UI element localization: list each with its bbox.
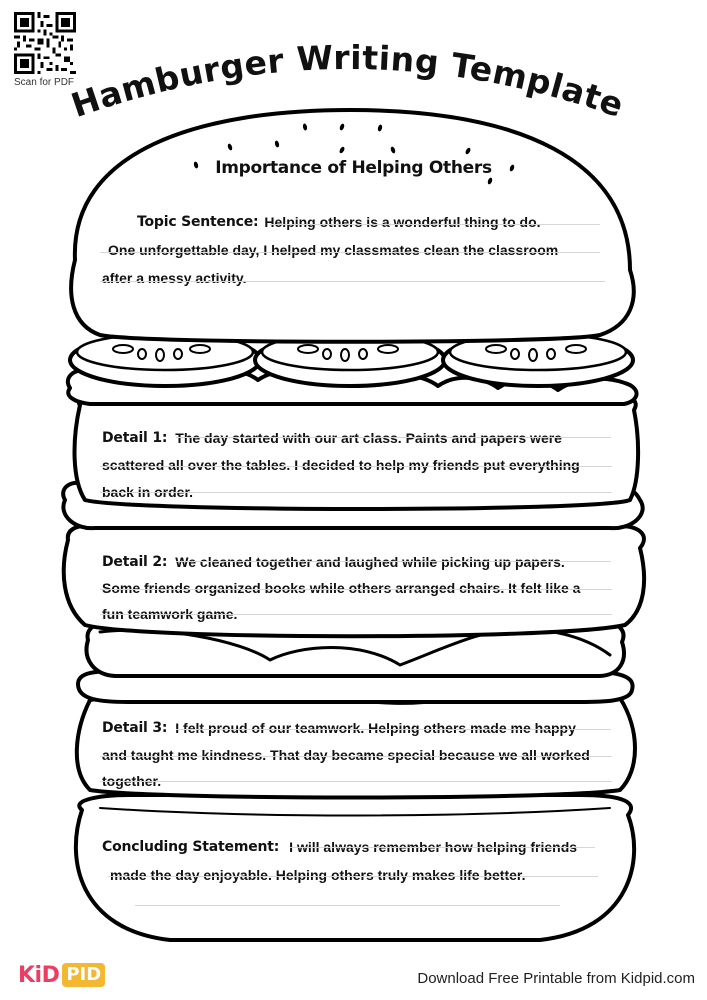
concluding-line-1: Concluding Statement: I will always reme… bbox=[102, 827, 577, 855]
detail-3-line-2[interactable]: and taught me kindness. That day became … bbox=[102, 747, 590, 763]
download-link[interactable]: Download Free Printable from Kidpid.com bbox=[417, 970, 695, 987]
detail-1-line-3[interactable]: back in order. bbox=[102, 484, 194, 500]
detail-3-label: Detail 3: bbox=[102, 720, 168, 736]
detail-3-line-1: Detail 3: I felt proud of our teamwork. … bbox=[102, 708, 576, 736]
top-bun-shape bbox=[69, 108, 636, 344]
detail-1-label: Detail 1: bbox=[102, 430, 168, 446]
logo-kid-text: KiD bbox=[18, 962, 60, 988]
qr-caption: Scan for PDF bbox=[14, 77, 75, 88]
sesame-seeds bbox=[193, 123, 515, 185]
topic-heading: Importance of Helping Others bbox=[215, 158, 492, 178]
topic-sentence-text[interactable]: Helping others is a wonderful thing to d… bbox=[264, 214, 541, 230]
concluding-line-2[interactable]: made the day enjoyable. Helping others t… bbox=[110, 867, 526, 883]
detail-2-label: Detail 2: bbox=[102, 554, 168, 570]
detail-1-text[interactable]: The day started with our art class. Pain… bbox=[175, 430, 562, 446]
topic-sentence-label: Topic Sentence: bbox=[137, 214, 259, 230]
topic-sentence-line-3[interactable]: after a messy activity. bbox=[102, 270, 247, 286]
topic-sentence-line-2[interactable]: One unforgettable day, I helped my class… bbox=[108, 242, 559, 258]
qr-code-icon bbox=[14, 12, 76, 74]
concluding-label: Concluding Statement: bbox=[102, 839, 280, 855]
detail-2-line-2[interactable]: Some friends organized books while other… bbox=[102, 580, 581, 596]
logo-pid-text: PID bbox=[62, 963, 106, 987]
detail-1-line-2[interactable]: scattered all over the tables. I decided… bbox=[102, 457, 580, 473]
topic-sentence-line-1: Topic Sentence: Helping others is a wond… bbox=[137, 202, 541, 230]
detail-3-text[interactable]: I felt proud of our teamwork. Helping ot… bbox=[175, 720, 576, 736]
detail-3-line-3[interactable]: together. bbox=[102, 773, 162, 789]
kidpid-logo[interactable]: KiD PID bbox=[18, 962, 106, 988]
detail-2-line-1: Detail 2: We cleaned together and laughe… bbox=[102, 542, 565, 570]
detail-2-text[interactable]: We cleaned together and laughed while pi… bbox=[175, 554, 565, 570]
detail-1-line-1: Detail 1: The day started with our art c… bbox=[102, 418, 562, 446]
detail-2-line-3[interactable]: fun teamwork game. bbox=[102, 606, 238, 622]
